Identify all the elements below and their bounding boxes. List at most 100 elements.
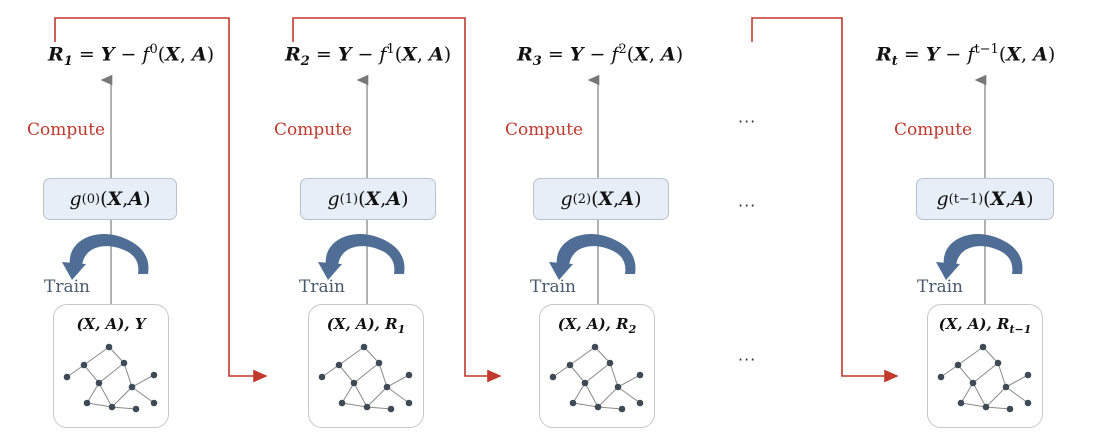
graph-edge [609, 362, 619, 388]
graph-node [982, 403, 990, 411]
residual-equation-1: R1 = Y − f0(X, A) [48, 42, 215, 70]
graph-edge [997, 362, 1007, 388]
graph-edge [617, 374, 641, 388]
graph-data-label-3: (X, A), R2 [557, 315, 637, 336]
graph-edge [584, 382, 599, 408]
graph-edge [98, 382, 113, 408]
graph-node [318, 373, 326, 381]
graph-edge [1005, 386, 1029, 404]
graph-edge [108, 346, 125, 364]
residual-equation-2: R2 = Y − f1(X, A) [285, 42, 452, 70]
ellipsis-2: ··· [738, 196, 757, 215]
graph-edge [940, 364, 959, 378]
graph-node [1024, 399, 1032, 407]
graph-edge [594, 346, 611, 364]
graph-edge [972, 382, 987, 408]
graph-edge [366, 406, 392, 410]
graph-icon-4 [937, 343, 1032, 413]
train-curve-arrow-1 [62, 233, 149, 280]
graph-node [636, 371, 644, 379]
graph-node [969, 379, 977, 387]
graph-edge [597, 386, 619, 408]
graph-node [338, 399, 346, 407]
graph-data-box-1: (X, A), Y [53, 304, 169, 428]
graph-edge [341, 382, 355, 404]
compute-label-4: Compute [894, 120, 973, 140]
graph-node [360, 343, 368, 351]
graph-edge [1005, 374, 1029, 388]
graph-edge [353, 382, 368, 408]
train-curve-arrow-3 [549, 233, 636, 280]
graph-edge [363, 346, 380, 364]
feedback-connector-2 [292, 17, 502, 383]
graph-edge [960, 402, 987, 408]
graph-edge [353, 362, 380, 384]
residual-equation-4: Rt = Y − ft−1(X, A) [876, 42, 1056, 70]
graph-node [105, 343, 113, 351]
graph-node [128, 383, 136, 391]
compute-label-1: Compute [27, 120, 106, 140]
graph-node [1006, 405, 1014, 413]
graph-edge [985, 386, 1007, 408]
graph-edge [957, 364, 974, 384]
graph-edge [584, 362, 611, 384]
graph-edge [572, 382, 586, 404]
train-label-1: Train [44, 277, 90, 297]
graph-edge [123, 362, 133, 388]
graph-edge [131, 386, 155, 404]
model-box-3: g(2)(X, A) [533, 178, 669, 220]
graph-edge [982, 346, 999, 364]
compute-label-3: Compute [505, 120, 584, 140]
graph-data-box-4: (X, A), Rt−1 [927, 304, 1043, 428]
graph-edge [341, 402, 368, 408]
graph-edge [386, 386, 410, 404]
graph-node [594, 403, 602, 411]
graph-edge [957, 346, 984, 366]
graph-node [83, 399, 91, 407]
graph-node [363, 403, 371, 411]
graph-edge [569, 364, 586, 384]
ellipsis-3: ··· [738, 350, 757, 369]
graph-node [335, 361, 343, 369]
graph-data-label-2: (X, A), R1 [326, 315, 406, 336]
graph-edge [98, 362, 125, 384]
graph-node [80, 361, 88, 369]
graph-node [954, 361, 962, 369]
graph-data-label-1: (X, A), Y [76, 315, 146, 333]
model-box-4: g(t−1)(X, A) [916, 178, 1054, 220]
train-curve-arrow-4 [936, 233, 1023, 280]
graph-edge [572, 402, 599, 408]
graph-edge [552, 364, 571, 378]
graph-edge [386, 374, 410, 388]
graph-node [120, 359, 128, 367]
graph-node [95, 379, 103, 387]
graph-node [405, 399, 413, 407]
graph-edge [66, 364, 85, 378]
graph-node [979, 343, 987, 351]
graph-node [549, 373, 557, 381]
graph-node [591, 343, 599, 351]
graph-edge [985, 406, 1011, 410]
graph-edge [597, 406, 623, 410]
feedback-connector-3 [751, 17, 899, 383]
graph-node [1024, 371, 1032, 379]
ellipsis-1: ··· [738, 112, 757, 131]
graph-edge [617, 386, 641, 404]
train-label-3: Train [530, 277, 576, 297]
graph-edge [569, 346, 596, 366]
train-label-4: Train [917, 277, 963, 297]
graph-node [387, 405, 395, 413]
graph-edge [86, 382, 100, 404]
graph-node [569, 399, 577, 407]
graph-edge [338, 364, 355, 384]
graph-edge [972, 362, 999, 384]
graph-node [581, 379, 589, 387]
graph-edge [378, 362, 388, 388]
graph-node [150, 399, 158, 407]
graph-node [636, 399, 644, 407]
model-box-2: g(1)(X, A) [300, 178, 436, 220]
graph-edge [321, 364, 340, 378]
graph-icon-2 [318, 343, 413, 413]
graph-icon-1 [63, 343, 158, 413]
graph-node [566, 361, 574, 369]
